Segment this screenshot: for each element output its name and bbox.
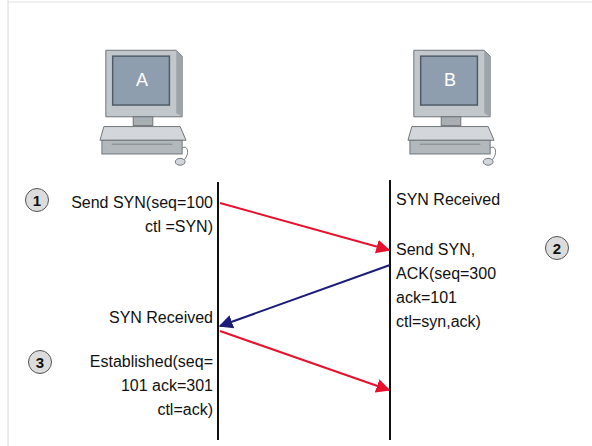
computer-icon <box>98 45 188 170</box>
computer-node: B <box>406 45 496 170</box>
host-letter: A <box>113 55 171 105</box>
message-label: SYN Received <box>70 306 213 330</box>
callout-number: 2 <box>545 236 569 260</box>
callout-number: 1 <box>25 188 49 212</box>
message-label: Send SYN(seq=100 ctl =SYN) <box>62 191 213 239</box>
page-edge <box>8 2 592 3</box>
message-arrow <box>220 331 389 390</box>
timeline <box>389 180 391 440</box>
callout-number: 3 <box>28 350 52 374</box>
message-arrow <box>220 265 390 326</box>
page-edge <box>8 0 9 446</box>
message-label: Send SYN, ACK(seq=300 ack=101 ctl=syn,ac… <box>396 238 504 334</box>
message-label: Established(seq= 101 ack=301 ctl=ack) <box>72 350 213 422</box>
computer-node: A <box>98 45 188 170</box>
timeline <box>217 182 219 440</box>
message-arrow <box>220 203 389 250</box>
host-letter: B <box>421 55 479 105</box>
message-label: SYN Received <box>396 188 546 212</box>
computer-icon <box>406 45 496 170</box>
